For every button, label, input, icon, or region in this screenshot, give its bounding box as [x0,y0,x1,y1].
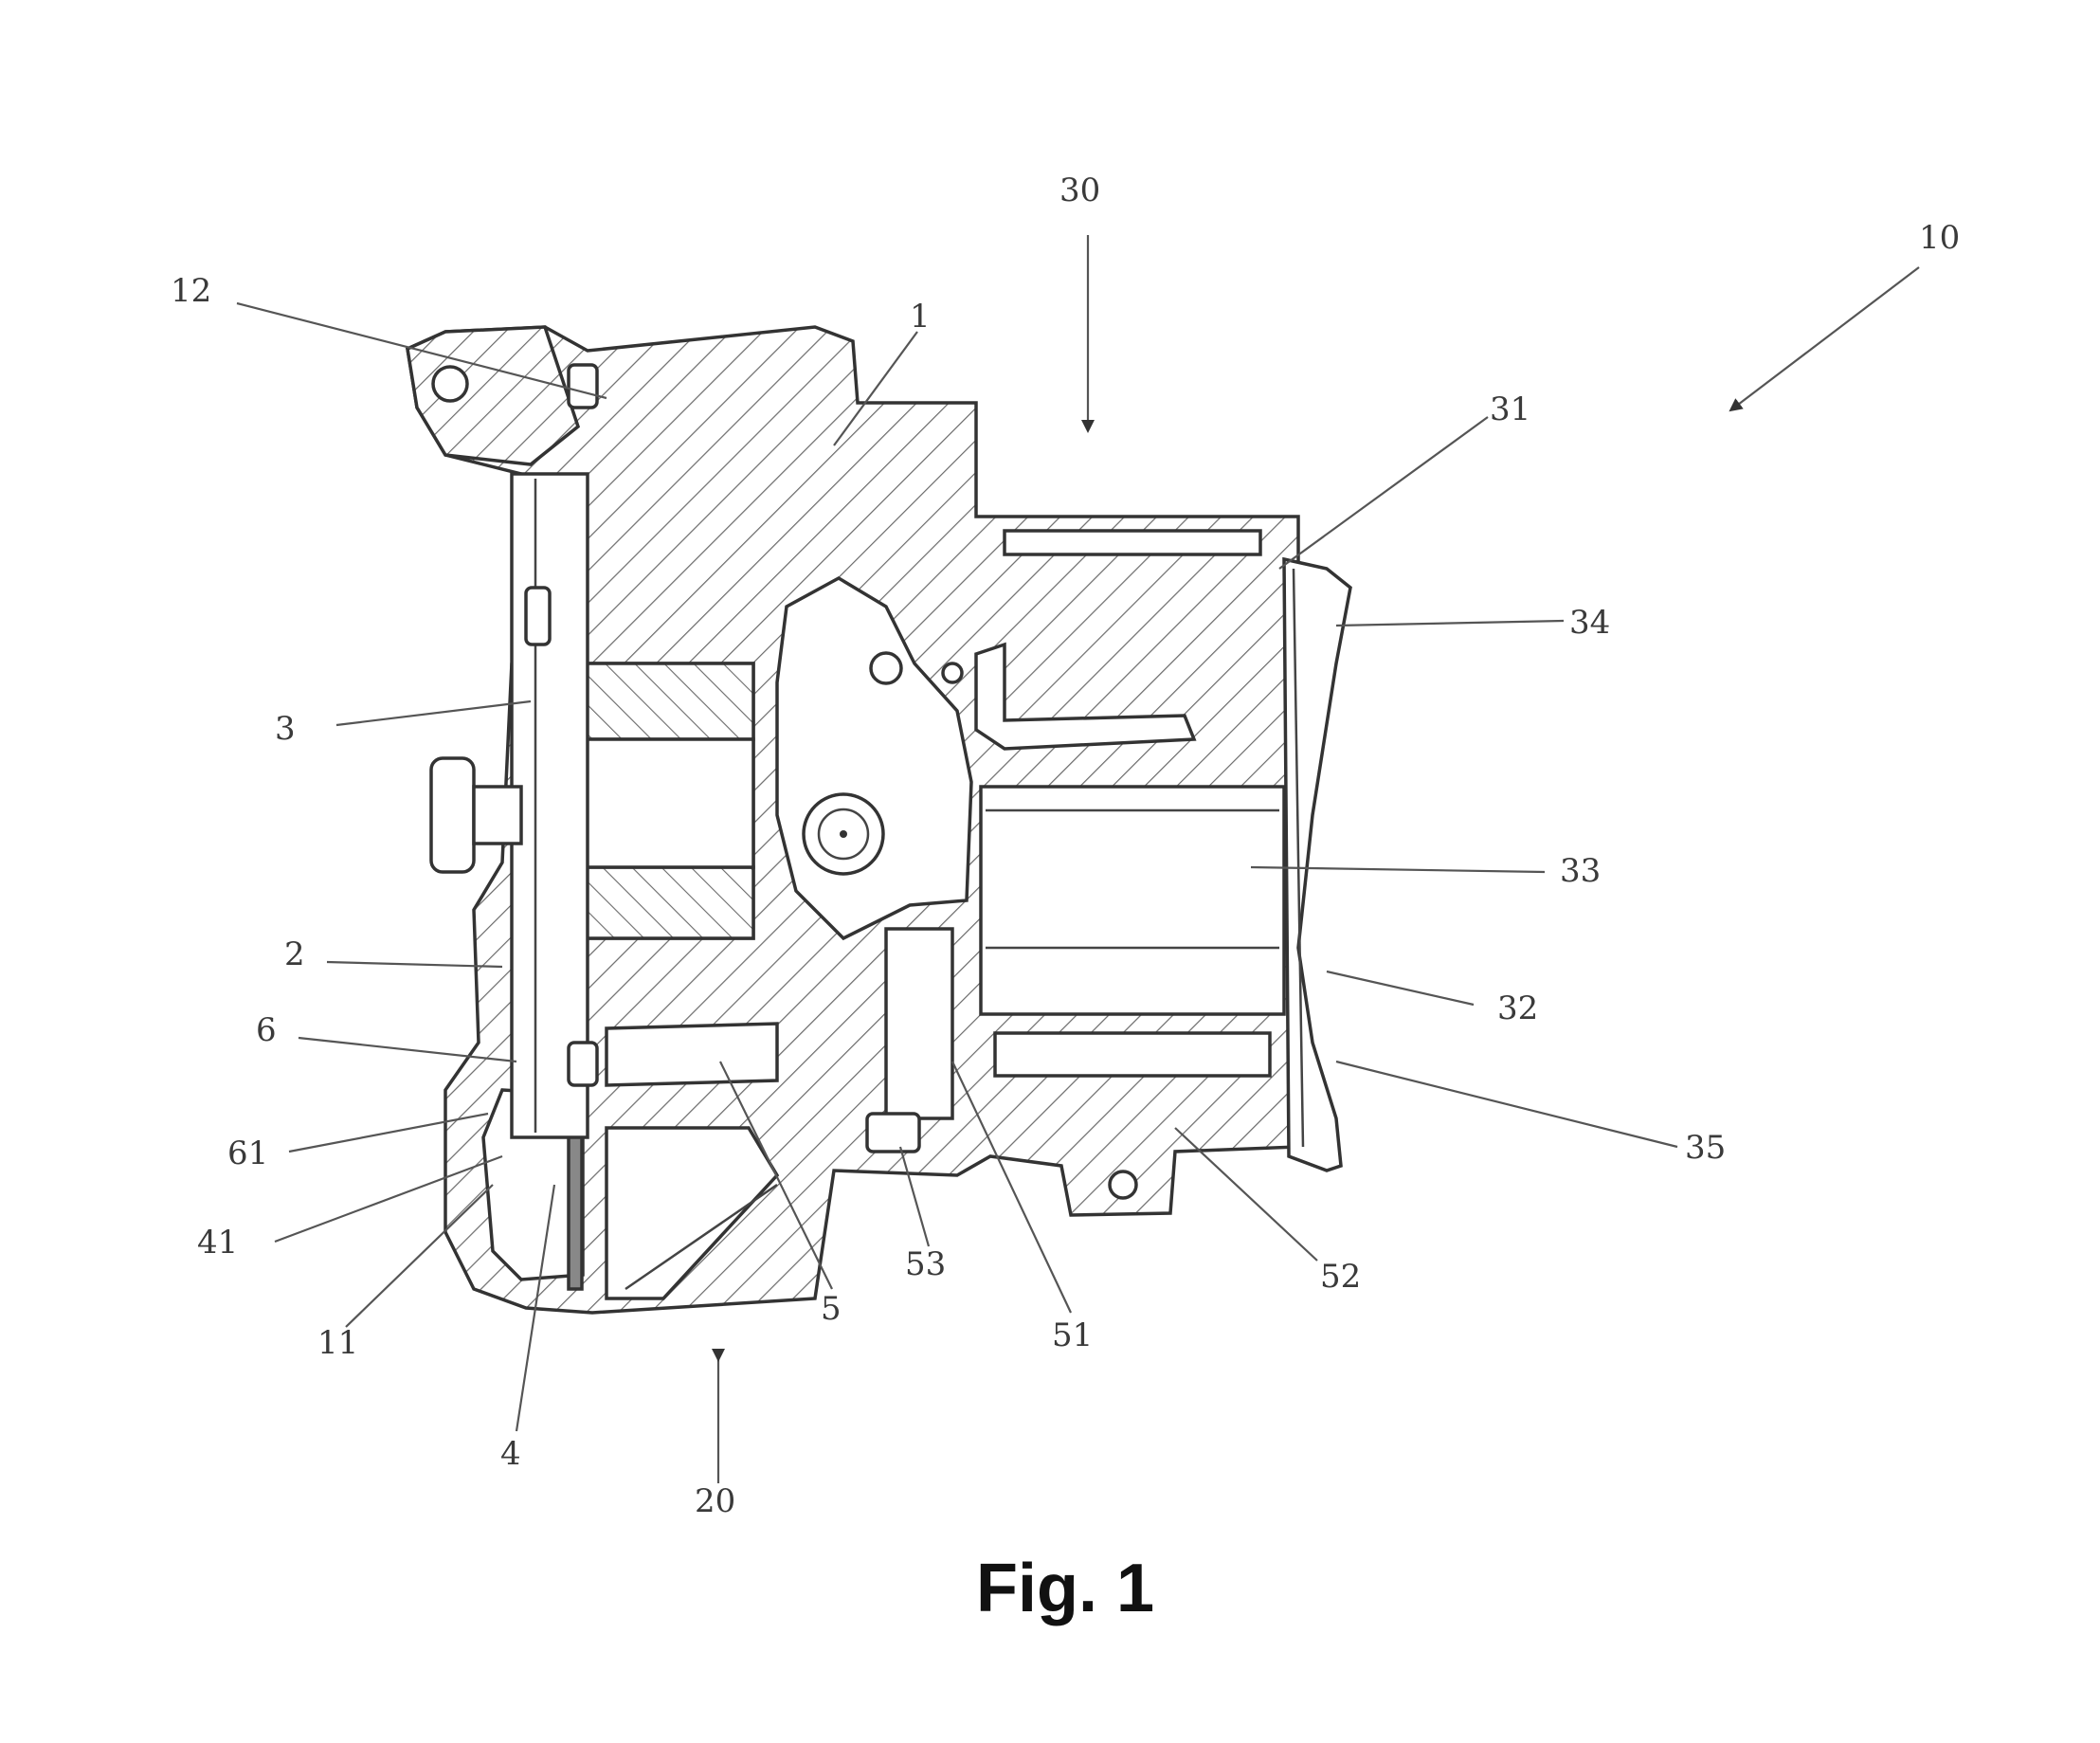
left-bore-upper-ring [583,663,753,739]
upper-lug [407,327,578,464]
ref-label-20: 20 [695,1482,735,1520]
lower-right-channel [995,1033,1270,1076]
cover-seal [526,588,550,645]
left-bore-inner [583,739,753,867]
ref-label-5: 5 [821,1290,842,1328]
ref-label-33: 33 [1560,852,1601,890]
pin-hole [943,663,962,682]
ref-label-52: 52 [1320,1258,1361,1296]
bottom-hole [1110,1171,1136,1198]
ref-label-30: 30 [1059,172,1100,209]
ref-label-3: 3 [275,710,296,748]
figure-caption: Fig. 1 [976,1551,1154,1626]
lug-hole [433,367,467,401]
lower-channel [606,1024,777,1085]
ref-label-4: 4 [500,1435,521,1473]
ref-label-12: 12 [171,272,211,310]
ref-label-2: 2 [284,935,305,973]
left-cover-plate [512,474,588,1137]
ref-label-10: 10 [1919,219,1960,257]
ref-label-34: 34 [1569,604,1610,642]
housing-cross-section [407,327,1350,1313]
ref-label-35: 35 [1685,1129,1726,1167]
ref-label-1: 1 [910,298,931,336]
adjust-knob [431,758,474,872]
ref-label-53: 53 [905,1245,946,1283]
ref-label-61: 61 [227,1135,268,1172]
vertical-channel [886,929,952,1118]
lower-seal [867,1114,919,1152]
ref-label-31: 31 [1490,390,1530,428]
adjust-stem [474,787,521,844]
ref-label-51: 51 [1052,1316,1093,1354]
o-ring [569,365,597,408]
pin-hole [871,653,901,683]
ref-label-11: 11 [317,1324,358,1362]
piston-chamber [981,787,1284,1014]
o-ring [569,1043,597,1085]
upper-right-slot [1005,531,1260,554]
left-bore-lower-ring [583,867,753,938]
ref-label-6: 6 [256,1011,277,1049]
ref-label-32: 32 [1497,990,1538,1027]
ref-label-41: 41 [197,1224,238,1262]
